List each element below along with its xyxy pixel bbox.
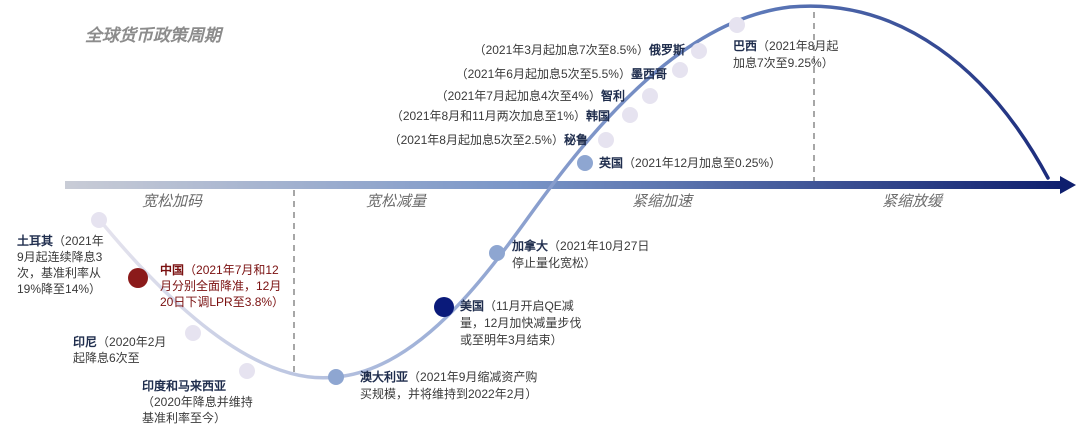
axis-bar: [65, 181, 1065, 189]
label-canada-line2: 停止量化宽松）: [512, 256, 597, 270]
label-china-line2: 月分别全面降准，12月: [160, 279, 282, 293]
dot-chile: [642, 88, 658, 104]
label-korea: （2021年8月和11月两次加息至1%）韩国: [390, 109, 610, 123]
dot-peru: [598, 132, 614, 148]
label-brazil: 巴西（2021年8月起: [733, 39, 839, 53]
label-us-line3: 或至明年3月结束）: [460, 333, 563, 347]
dot-australia: [328, 369, 344, 385]
label-brazil-line2: 加息7次至9.25%）: [733, 56, 834, 70]
label-indonesia: 印尼（2020年2月: [73, 335, 167, 349]
label-us-line2: 量，12月加快减量步伐: [460, 316, 582, 330]
label-india-malaysia-line3: 基准利率至今）: [142, 411, 227, 425]
label-turkey-line2: 9月起连续降息3: [17, 250, 103, 264]
dot-china: [128, 268, 148, 288]
label-australia: 澳大利亚（2021年9月缩减资产购: [360, 370, 538, 384]
phase-label-tightening-slow: 紧缩放缓: [882, 193, 943, 210]
label-china-line3: 20日下调LPR至3.8%）: [160, 295, 285, 309]
dot-brazil: [729, 17, 745, 33]
dot-canada: [489, 245, 505, 261]
label-india-malaysia: 印度和马来西亚: [142, 379, 227, 393]
dot-india-malaysia: [239, 363, 255, 379]
cycle-curve: [96, 4, 1050, 380]
phase-label-easing-taper: 宽松减量: [366, 193, 427, 210]
dot-indonesia: [185, 325, 201, 341]
dot-mexico: [672, 62, 688, 78]
axis-arrow-head: [1060, 176, 1076, 194]
phase-label-tightening-accelerate: 紧缩加速: [632, 193, 693, 210]
phase-label-easing-increase: 宽松加码: [142, 193, 203, 210]
label-china: 中国（2021年7月和12: [160, 263, 279, 277]
dot-russia: [691, 43, 707, 59]
label-uk: 英国（2021年12月加息至0.25%）: [599, 156, 782, 170]
label-us: 美国（11月开启QE减: [460, 299, 574, 313]
label-indonesia-line2: 起降息6次至: [73, 351, 140, 365]
label-turkey-line3: 次，基准利率从: [17, 266, 102, 280]
dot-korea: [622, 107, 638, 123]
label-russia: （2021年3月起加息7次至8.5%）俄罗斯: [473, 43, 685, 57]
label-peru: （2021年8月起加息5次至2.5%）秘鲁: [388, 133, 588, 147]
dot-us: [434, 297, 454, 317]
label-canada: 加拿大（2021年10月27日: [512, 239, 650, 253]
label-chile: （2021年7月起加息4次至4%）智利: [435, 89, 625, 103]
label-mexico: （2021年6月起加息5次至5.5%）墨西哥: [455, 67, 667, 81]
dot-uk: [577, 155, 593, 171]
label-turkey: 土耳其（2021年: [17, 234, 104, 248]
diagram-title: 全球货币政策周期: [85, 26, 221, 45]
label-turkey-line4: 19%降至14%）: [17, 282, 102, 296]
dot-turkey: [91, 212, 107, 228]
label-india-malaysia-line2: （2020年降息并维持: [142, 395, 253, 409]
label-australia-line2: 买规模，并将维持到2022年2月）: [360, 387, 538, 401]
